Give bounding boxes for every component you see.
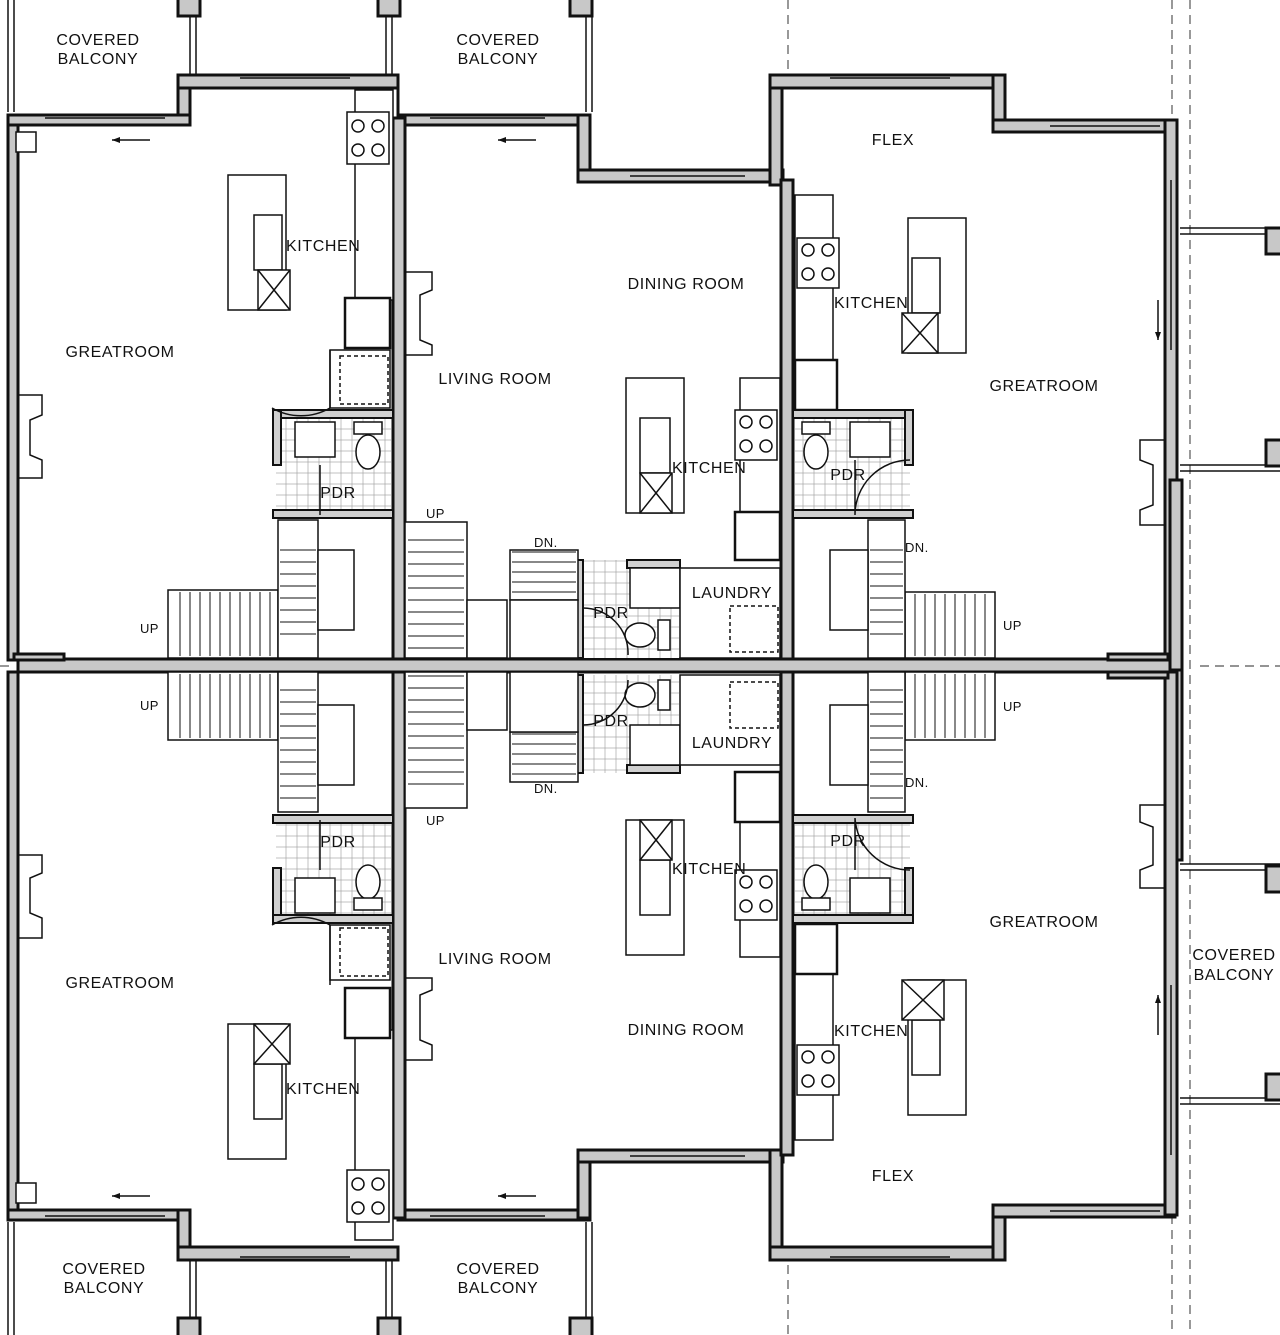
exterior-walls (6, 73, 1184, 1262)
label-dn-tm: DN. (534, 535, 558, 550)
demising-walls (12, 116, 1172, 1220)
label-kitchen-tr: KITCHEN (834, 295, 908, 312)
label-dn-tr: DN. (905, 540, 929, 555)
label-kitchen-tm: KITCHEN (672, 460, 746, 477)
label-kitchen-tl: KITCHEN (286, 238, 360, 255)
label-covered-balcony-tm-2: BALCONY (458, 51, 539, 68)
label-up-bl: UP (140, 698, 159, 713)
door-arrows (112, 137, 1161, 1199)
label-dn-bm: DN. (534, 781, 558, 796)
label-greatroom-br: GREATROOM (989, 914, 1098, 931)
label-kitchen-bm: KITCHEN (672, 861, 746, 878)
label-covered-balcony-tl-1: COVERED (56, 32, 139, 49)
label-pdr-bm: PDR (593, 713, 629, 730)
label-living-room-top: LIVING ROOM (438, 371, 551, 388)
label-flex-bottom: FLEX (872, 1168, 914, 1185)
label-covered-balcony-r-2: BALCONY (1194, 967, 1275, 984)
label-greatroom-tl: GREATROOM (65, 344, 174, 361)
label-pdr-br: PDR (830, 833, 866, 850)
label-living-room-bottom: LIVING ROOM (438, 951, 551, 968)
label-up-tm: UP (426, 506, 445, 521)
label-dining-room-top: DINING ROOM (628, 276, 745, 293)
label-dining-room-bottom: DINING ROOM (628, 1022, 745, 1039)
label-kitchen-bl: KITCHEN (286, 1081, 360, 1098)
label-flex-top: FLEX (872, 132, 914, 149)
door-swings (271, 350, 911, 985)
label-covered-balcony-bm-1: COVERED (456, 1261, 539, 1278)
balcony-railings (7, 0, 1280, 1335)
label-pdr-tl: PDR (320, 485, 356, 502)
room-labels: COVERED BALCONY COVERED BALCONY COVERED … (56, 32, 1275, 1297)
label-kitchen-br: KITCHEN (834, 1023, 908, 1040)
label-greatroom-bl: GREATROOM (65, 975, 174, 992)
label-covered-balcony-r-1: COVERED (1192, 947, 1275, 964)
label-laundry-top: LAUNDRY (692, 585, 772, 602)
label-covered-balcony-tm-1: COVERED (456, 32, 539, 49)
label-up-bm: UP (426, 813, 445, 828)
windows (45, 77, 1172, 1258)
label-pdr-tr: PDR (830, 467, 866, 484)
label-covered-balcony-tl-2: BALCONY (58, 51, 139, 68)
stair-treads (179, 539, 986, 799)
label-pdr-bl: PDR (320, 834, 356, 851)
label-pdr-tm: PDR (593, 605, 629, 622)
kitchen-fixtures (15, 89, 967, 1241)
label-greatroom-tr: GREATROOM (989, 378, 1098, 395)
label-covered-balcony-bl-2: BALCONY (64, 1280, 145, 1297)
label-laundry-bottom: LAUNDRY (692, 735, 772, 752)
label-up-tl: UP (140, 621, 159, 636)
label-covered-balcony-bl-1: COVERED (62, 1261, 145, 1278)
label-up-tr: UP (1003, 618, 1022, 633)
label-up-br: UP (1003, 699, 1022, 714)
label-covered-balcony-bm-2: BALCONY (458, 1280, 539, 1297)
wall-niches (18, 271, 1165, 1061)
label-dn-br: DN. (905, 775, 929, 790)
